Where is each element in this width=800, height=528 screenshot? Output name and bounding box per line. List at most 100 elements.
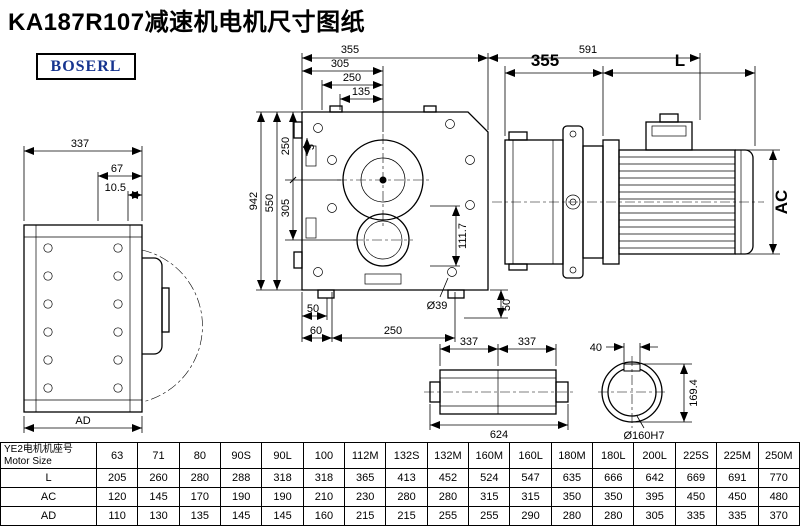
dim-front-250-top: 250 [343,72,361,84]
table-cell: 255 [426,506,470,526]
side-view-dimensions: 355 L AC [504,51,791,255]
row-label: L [0,468,97,488]
dim-front-305-left: 305 [280,199,292,217]
table-cell: 190 [220,487,263,507]
table-cell: 480 [757,487,800,507]
dim-left-67: 67 [111,163,123,175]
table-cell: 255 [468,506,511,526]
dim-shaft-624: 624 [490,429,508,441]
table-cell: 669 [674,468,718,488]
table-cell: 452 [426,468,470,488]
dim-bore-dia160: Ø160H7 [624,430,665,442]
table-cell: 280 [592,506,635,526]
table-cell: 666 [592,468,635,488]
column-header: 90L [261,442,304,469]
dim-bore-40: 40 [590,342,602,354]
table-cell: 145 [137,487,180,507]
dim-front-60: 60 [310,325,322,337]
dim-shaft-337-b: 337 [518,336,536,348]
table-cell: 370 [757,506,800,526]
dim-front-5: 5 [305,144,317,150]
table-cell: 305 [633,506,676,526]
table-cell: 215 [344,506,387,526]
column-header: 180L [592,442,635,469]
column-header: 225M [716,442,759,469]
column-header: 132M [426,442,470,469]
table-cell: 770 [757,468,800,488]
drawing-svg: 337 67 10.5 AD [23,44,791,442]
table-cell: 547 [509,468,552,488]
dim-front-111-7: 111.7 [457,223,469,249]
table-cell: 413 [385,468,428,488]
shaft-bore-section: 40 169.4 Ø160H7 [590,342,700,442]
table-cell: 524 [468,468,511,488]
table-cell: 642 [633,468,676,488]
table-cell: 315 [509,487,552,507]
table-cell: 135 [178,506,222,526]
table-cell: 280 [550,506,594,526]
table-cell: 280 [178,468,222,488]
boserl-logo: BOSERL [36,53,136,80]
front-view-dimensions: 355 591 305 250 135 250 305 5 550 [248,44,701,342]
dim-front-550: 550 [264,194,276,212]
dim-front-250-bottom: 250 [384,325,402,337]
column-header: 200L [633,442,676,469]
table-cell: 260 [137,468,180,488]
column-header: 180M [550,442,594,469]
table-cell: 350 [592,487,635,507]
hollow-shaft-view: 337 337 624 [424,336,576,441]
column-header: 63 [95,442,139,469]
left-view-dimensions: 337 67 10.5 AD [23,138,143,433]
dim-front-942: 942 [248,192,260,210]
dim-shaft-337-a: 337 [460,336,478,348]
left-side-view [23,224,203,413]
dim-front-355: 355 [341,44,359,56]
logo-text: BOSERL [50,57,122,75]
table-cell: 145 [220,506,263,526]
column-header: 90S [220,442,263,469]
column-header: 112M [344,442,387,469]
table-cell: 120 [95,487,139,507]
table-cell: 160 [302,506,346,526]
page-title: KA187R107减速机电机尺寸图纸 [8,9,366,36]
table-cell: 335 [674,506,718,526]
dim-side-355: 355 [531,51,559,70]
right-side-view [492,113,764,279]
table-cell: 110 [95,506,139,526]
table-cell: 145 [261,506,304,526]
table-cell: 288 [220,468,263,488]
dim-bore-169-4: 169.4 [688,379,700,407]
table-cell: 350 [550,487,594,507]
table-cell: 395 [633,487,676,507]
dim-side-AC: AC [772,190,791,215]
table-cell: 318 [261,468,304,488]
dim-left-337: 337 [71,138,89,150]
dim-front-50-b: 50 [501,299,513,311]
column-header: 132S [385,442,428,469]
dim-front-50-a: 50 [307,303,319,315]
column-header: 100 [302,442,346,469]
column-header: 225S [674,442,718,469]
dim-front-591: 591 [579,44,597,56]
front-view [293,105,489,299]
table-cell: 365 [344,468,387,488]
dim-front-250-left: 250 [280,137,292,155]
row-label: AD [0,506,97,526]
table-cell: 170 [178,487,222,507]
table-cell: 190 [261,487,304,507]
table-cell: 210 [302,487,346,507]
dim-left-10-5: 10.5 [105,182,126,194]
table-cell: 315 [468,487,511,507]
column-header: 160M [468,442,511,469]
table-cell: 230 [344,487,387,507]
header-en: Motor Size [4,455,52,467]
table-cell: 205 [95,468,139,488]
table-cell: 290 [509,506,552,526]
